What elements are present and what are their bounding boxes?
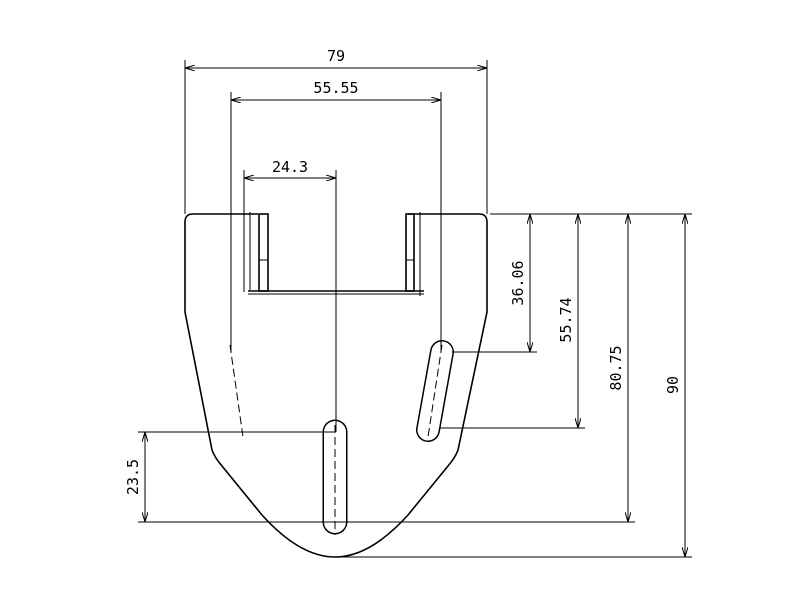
dim-center-slot-length: 23.5 bbox=[124, 459, 142, 495]
dim-overall-height: 90 bbox=[664, 376, 682, 394]
dim-slot-top-depth: 36.06 bbox=[509, 260, 527, 305]
dim-center-slot-depth: 80.75 bbox=[607, 345, 625, 390]
extension-lines bbox=[138, 60, 692, 558]
part-outline bbox=[184, 213, 488, 558]
dim-overall-width: 79 bbox=[327, 47, 345, 65]
dimension-lines bbox=[145, 68, 685, 557]
dim-half-offset: 24.3 bbox=[272, 158, 308, 176]
right-slot bbox=[416, 340, 454, 442]
dim-slot-spacing: 55.55 bbox=[313, 79, 358, 97]
left-slot bbox=[219, 341, 254, 441]
dim-slot-bottom-depth: 55.74 bbox=[557, 297, 575, 342]
